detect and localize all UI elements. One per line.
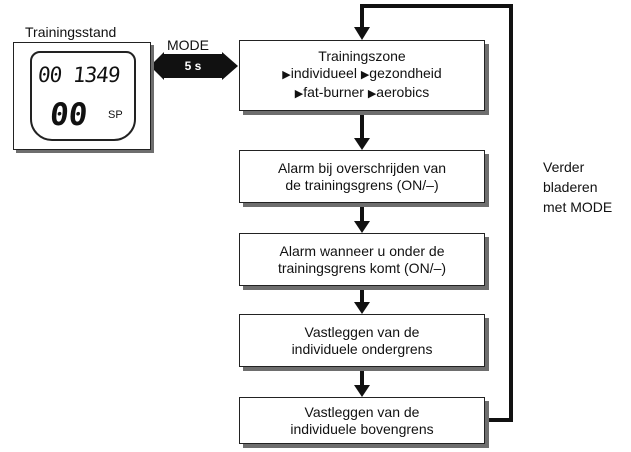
display-top-readout: 00 1349 [36,63,121,87]
arrowhead-upper [354,385,370,397]
loop-label-line: met MODE [543,199,613,215]
zone-options-row-1: ▶individueel ▶gezondheid [282,65,441,84]
zone-option-aerobics: aerobics [376,84,430,100]
arrowhead-lower [354,302,370,314]
display-mode-label: SP [108,109,123,121]
step-text-line: Alarm bij overschrijden van [277,159,447,176]
zone-option-fat-burner: fat-burner [303,84,364,100]
arrowhead-alarm1 [354,138,370,150]
watch-title: Trainingsstand [25,24,117,40]
triangle-right-icon: ▶ [282,69,291,81]
mode-duration: 5 s [184,59,202,73]
mode-arrow-right-head [222,52,238,80]
watch-display: 00 1349 00 SP [30,51,136,141]
step-text-line: trainingsgrens komt (ON/–) [277,259,447,276]
step-alarm-over-limit: Alarm bij overschrijden van de trainings… [239,150,485,203]
step-text-line: individuele ondergrens [291,340,433,357]
step-text-line: Alarm wanneer u onder de [279,242,445,259]
triangle-right-icon: ▶ [294,88,304,100]
step-text-line: Vastleggen van de [304,403,420,420]
step-text-line: individuele bovengrens [290,420,434,437]
loop-back-arrowhead [354,27,370,40]
loop-label: Verder bladeren met MODE [543,157,612,217]
step-training-zone: Trainingszone ▶individueel ▶gezondheid ▶… [239,40,485,111]
arrowhead-alarm2 [354,221,370,233]
triangle-right-icon: ▶ [360,69,370,81]
display-main-readout: 00 [48,97,90,133]
zone-options-row-2: ▶fat-burner ▶aerobics [295,84,429,103]
mode-key-label: MODE [167,37,209,53]
step-upper-limit: Vastleggen van de individuele bovengrens [239,397,485,444]
step-text-line: Vastleggen van de [304,323,420,340]
mode-arrow-shaft [162,54,224,78]
mode-arrow-left-head [150,52,164,80]
zone-option-gezondheid: gezondheid [369,65,442,81]
step-training-zone-title: Trainingszone [318,48,406,64]
step-text-line: de trainingsgrens (ON/–) [285,176,439,193]
step-lower-limit: Vastleggen van de individuele ondergrens [239,314,485,367]
triangle-right-icon: ▶ [367,88,377,100]
zone-option-individueel: individueel [290,65,357,81]
step-alarm-under-limit: Alarm wanneer u onder de trainingsgrens … [239,233,485,286]
watch-panel: 00 1349 00 SP [13,42,151,150]
loop-label-line: Verder [543,159,585,175]
loop-label-line: bladeren [543,179,598,195]
loop-back-line [360,4,513,422]
